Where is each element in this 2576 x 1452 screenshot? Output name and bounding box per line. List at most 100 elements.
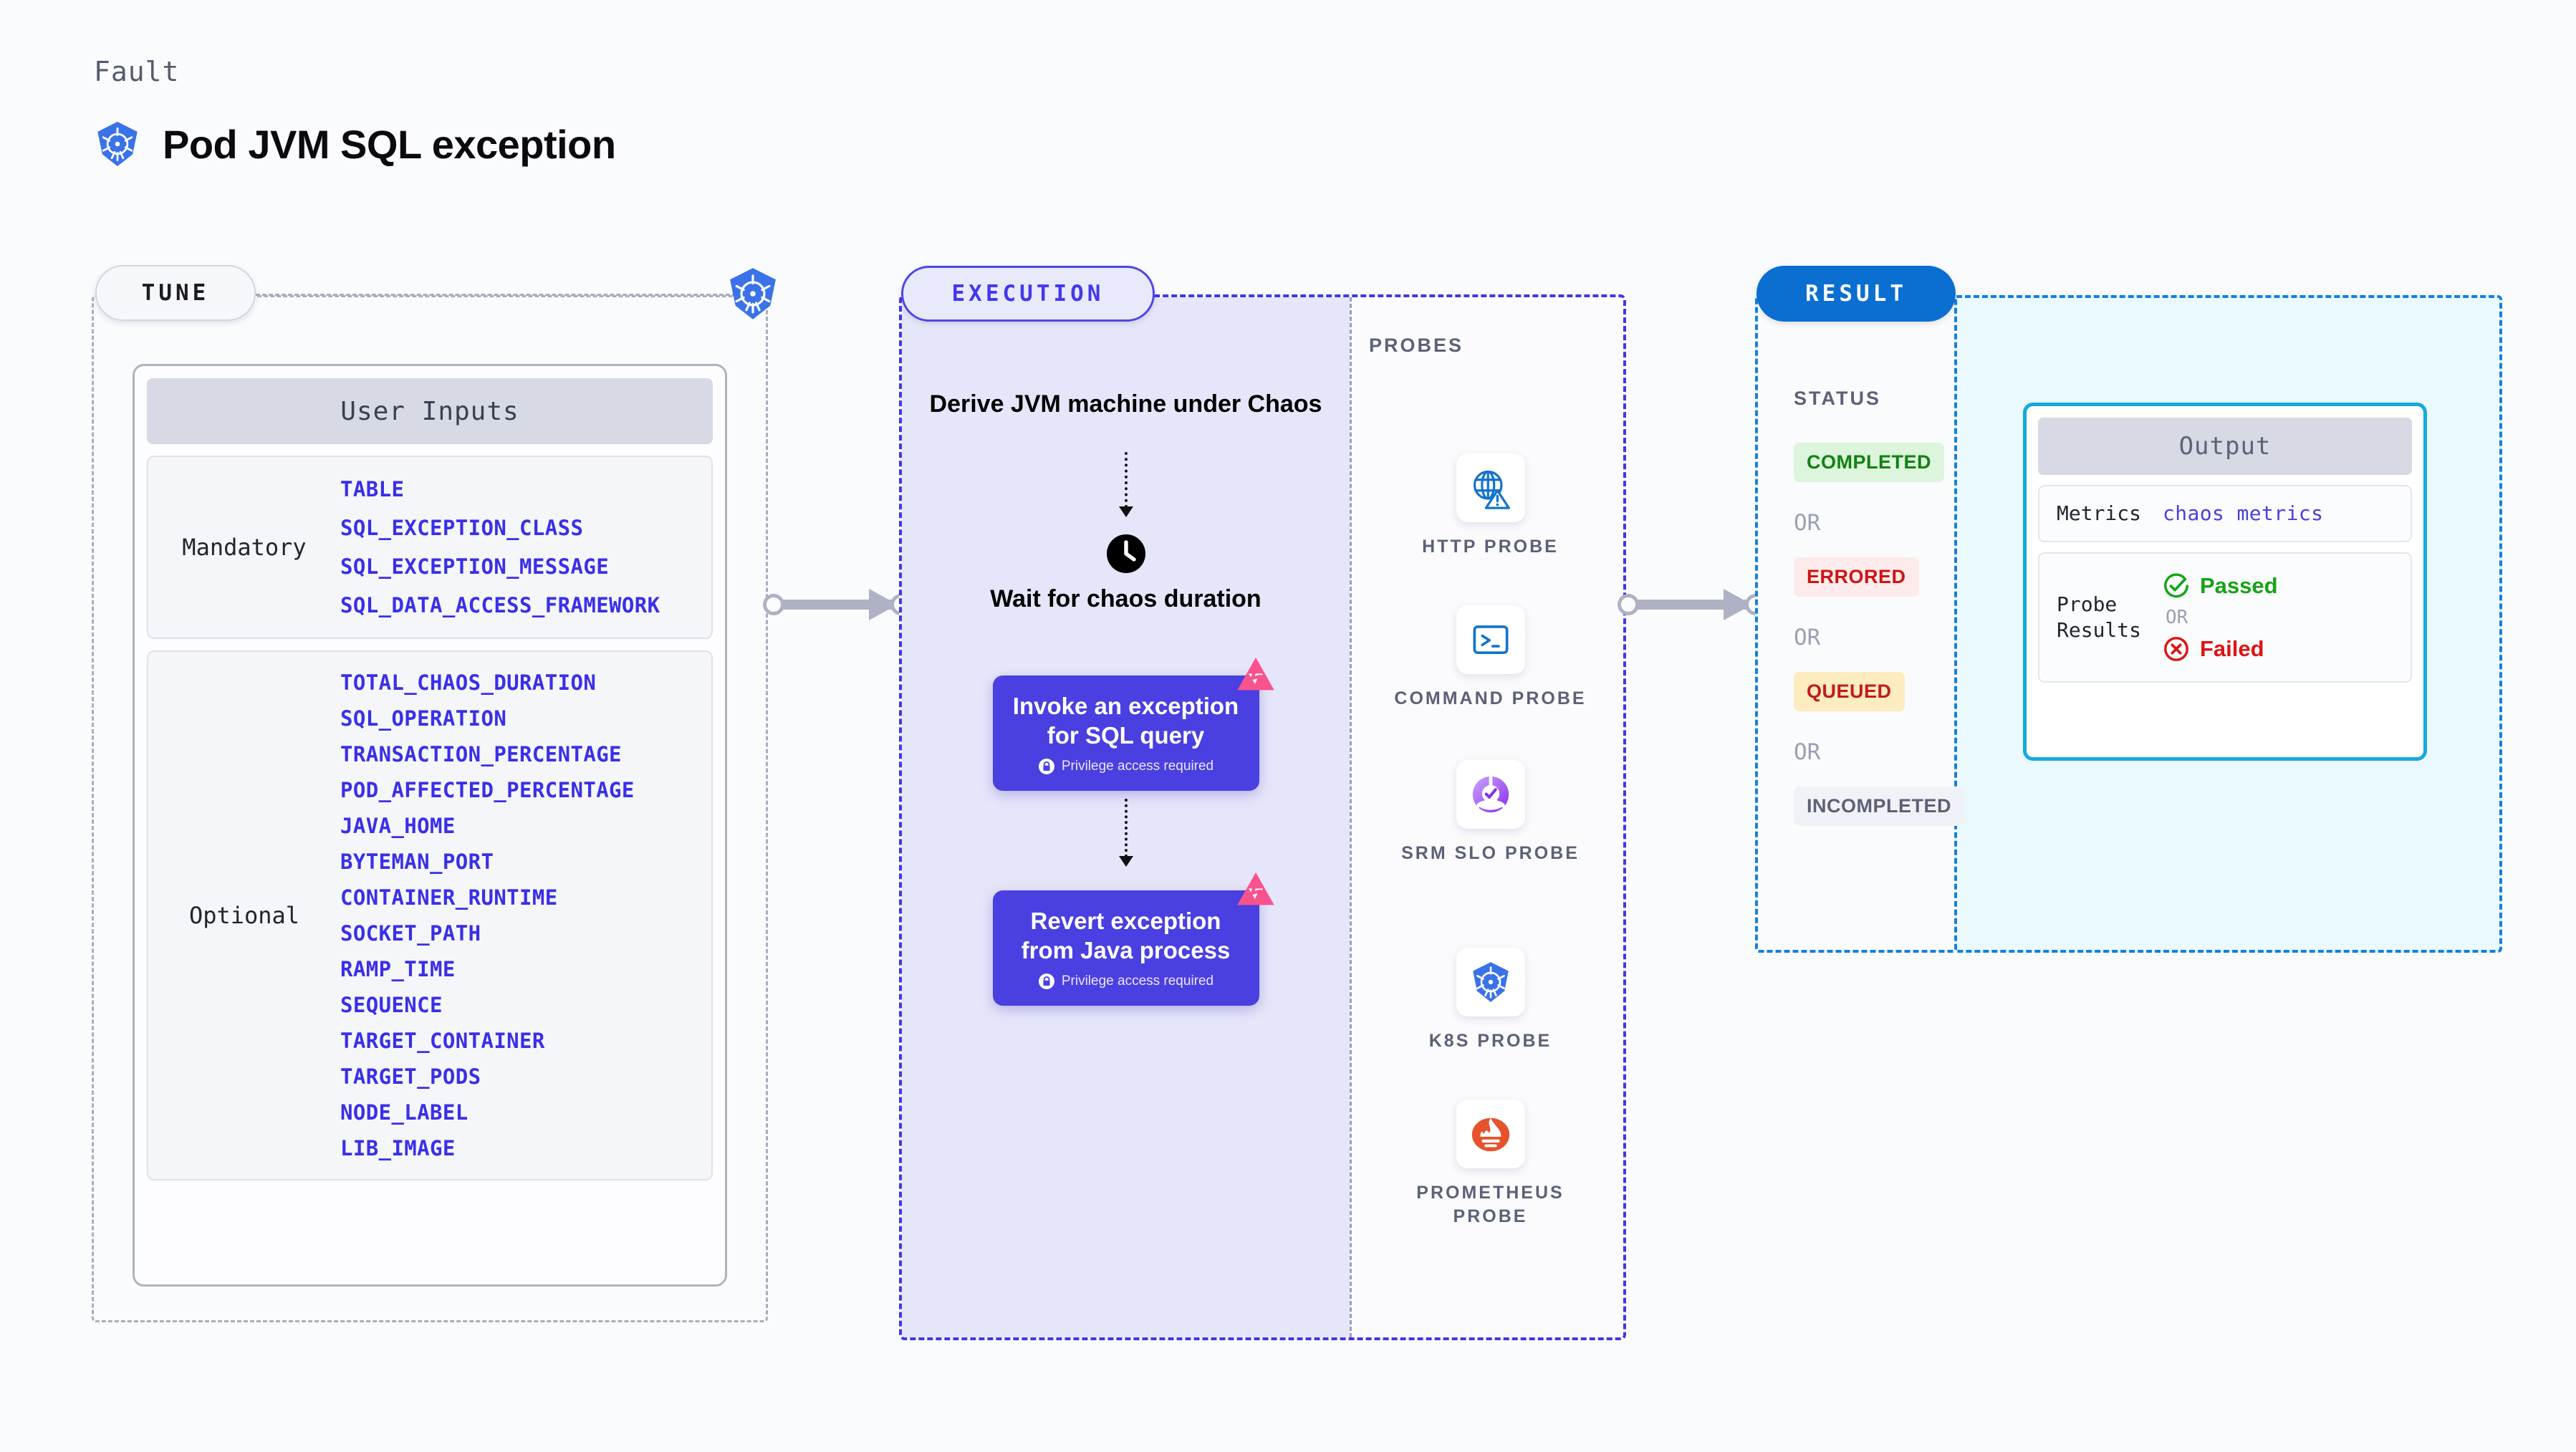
result-pill[interactable]: RESULT: [1756, 266, 1956, 322]
probe-label: HTTP PROBE: [1422, 537, 1559, 557]
step-title: Revert exception from Java process: [1021, 908, 1231, 964]
user-inputs-title: User Inputs: [147, 378, 713, 444]
probe-passed-label: Passed: [2200, 572, 2278, 598]
output-card: Output Metrics chaos metrics Probe Resul…: [2023, 403, 2427, 761]
output-metrics-value[interactable]: chaos metrics: [2163, 501, 2324, 526]
page-title: Pod JVM SQL exception: [163, 121, 616, 167]
step-wait-label: Wait for chaos duration: [990, 585, 1261, 612]
execution-pill[interactable]: EXECUTION: [901, 266, 1155, 322]
param-item[interactable]: SEQUENCE: [340, 993, 443, 1017]
probe-result-failed: Failed: [2163, 635, 2278, 663]
probe-label: SRM SLO PROBE: [1401, 843, 1580, 863]
status-badge-queued: QUEUED: [1794, 672, 1905, 711]
kubernetes-icon: [97, 121, 138, 167]
status-badge-errored: ERRORED: [1794, 557, 1919, 597]
probe-label: COMMAND PROBE: [1394, 688, 1587, 708]
tune-pill[interactable]: TUNE: [95, 265, 256, 321]
output-title: Output: [2038, 418, 2412, 475]
probe-result-values: Passed OR Failed: [2163, 572, 2278, 663]
status-badge-completed: COMPLETED: [1794, 443, 1945, 482]
user-inputs-card: User Inputs Mandatory TABLE SQL_EXCEPTIO…: [133, 364, 727, 1287]
param-item[interactable]: SQL_EXCEPTION_MESSAGE: [340, 554, 610, 579]
output-probe-results-row: Probe Results Passed OR Failed: [2038, 552, 2412, 683]
connector-tune-to-execution: [763, 589, 913, 620]
execution-probes-panel: Derive JVM machine under Chaos Invoke an…: [899, 294, 1626, 1340]
param-item[interactable]: RAMP_TIME: [340, 957, 456, 981]
prometheus-icon: [1471, 1117, 1509, 1152]
probe-item-srm-slo[interactable]: SRM SLO PROBE: [1383, 760, 1598, 865]
x-circle-icon: [2164, 636, 2188, 661]
result-status-region: STATUS COMPLETED OR ERRORED OR QUEUED OR…: [1755, 295, 1965, 953]
param-item[interactable]: TARGET_CONTAINER: [340, 1029, 545, 1053]
status-title: STATUS: [1794, 388, 1881, 409]
output-metrics-key: Metrics: [2057, 501, 2142, 525]
execution-step-invoke[interactable]: Invoke an exception for SQL query Privil…: [992, 657, 1274, 791]
mandatory-param-list: TABLE SQL_EXCEPTION_CLASS SQL_EXCEPTION_…: [340, 470, 660, 625]
optional-params-block: Optional TOTAL_CHAOS_DURATION SQL_OPERAT…: [147, 650, 713, 1181]
privilege-badge: Privilege access required: [1007, 758, 1245, 775]
mandatory-params-block: Mandatory TABLE SQL_EXCEPTION_CLASS SQL_…: [147, 456, 713, 639]
param-item[interactable]: SQL_DATA_ACCESS_FRAMEWORK: [340, 593, 660, 617]
output-metrics-row: Metrics chaos metrics: [2038, 485, 2412, 542]
flow-arrow-line: [1124, 799, 1128, 857]
probe-tile: [1456, 453, 1525, 522]
globe-warning-icon: [1473, 470, 1510, 509]
kubernetes-icon: [1472, 962, 1509, 1002]
param-item[interactable]: SQL_EXCEPTION_CLASS: [340, 516, 584, 540]
param-item[interactable]: POD_AFFECTED_PERCENTAGE: [340, 778, 635, 802]
probe-result-passed: Passed: [2163, 572, 2278, 600]
probe-label: PROMETHEUS PROBE: [1416, 1183, 1565, 1226]
probe-tile: [1456, 948, 1525, 1016]
kubernetes-icon: [730, 268, 776, 319]
step-title: Invoke an exception for SQL query: [1012, 693, 1239, 749]
optional-param-list: TOTAL_CHAOS_DURATION SQL_OPERATION TRANS…: [340, 665, 635, 1166]
param-item[interactable]: SQL_OPERATION: [340, 706, 507, 731]
param-item[interactable]: TOTAL_CHAOS_DURATION: [340, 670, 597, 695]
probe-failed-label: Failed: [2200, 635, 2264, 661]
clock-icon: [1106, 534, 1145, 573]
probe-item-command[interactable]: COMMAND PROBE: [1383, 605, 1598, 711]
probes-title: PROBES: [1369, 335, 1464, 356]
probe-tile: [1456, 605, 1525, 674]
param-item[interactable]: TABLE: [340, 477, 405, 501]
check-circle-icon: [2164, 573, 2188, 598]
page-eyebrow: Fault: [94, 56, 180, 87]
probe-tile: [1456, 1100, 1525, 1168]
execution-probes-divider: [1350, 297, 1352, 1337]
execution-step-revert[interactable]: Revert exception from Java process Privi…: [992, 872, 1274, 1006]
optional-legend: Optional: [188, 902, 300, 929]
probe-item-http[interactable]: HTTP PROBE: [1383, 453, 1598, 559]
probe-item-k8s[interactable]: K8S PROBE: [1383, 948, 1598, 1053]
connector-execution-to-result: [1618, 589, 1769, 620]
execution-flow: Derive JVM machine under Chaos Invoke an…: [902, 297, 1350, 1337]
privilege-badge-label: Privilege access required: [1061, 758, 1214, 774]
param-item[interactable]: NODE_LABEL: [340, 1100, 468, 1125]
param-item[interactable]: SOCKET_PATH: [340, 921, 481, 946]
flow-arrow-line: [1124, 452, 1128, 508]
mandatory-legend: Mandatory: [182, 534, 307, 561]
lock-icon: [1038, 973, 1054, 989]
param-item[interactable]: LIB_IMAGE: [340, 1136, 456, 1160]
output-probe-key: Probe Results: [2057, 592, 2142, 642]
step-derive-label: Derive JVM machine under Chaos: [929, 390, 1322, 418]
param-item[interactable]: JAVA_HOME: [340, 814, 456, 838]
probe-tile: [1456, 760, 1525, 829]
status-or: OR: [1794, 739, 1821, 765]
probes-column: PROBES HTTP PROBE: [1352, 297, 1629, 1337]
probe-item-prometheus[interactable]: PROMETHEUS PROBE: [1383, 1100, 1598, 1228]
tune-panel: [92, 295, 768, 1322]
status-or: OR: [1794, 625, 1821, 650]
litmus-chaos-icon: [1236, 872, 1274, 905]
param-item[interactable]: BYTEMAN_PORT: [340, 850, 494, 874]
lock-icon: [1038, 758, 1054, 774]
litmus-chaos-icon: [1236, 657, 1274, 691]
param-item[interactable]: TRANSACTION_PERCENTAGE: [340, 742, 622, 766]
flow-arrow-head: [1118, 506, 1133, 517]
param-item[interactable]: CONTAINER_RUNTIME: [340, 885, 558, 910]
probe-result-or: OR: [2166, 606, 2188, 628]
terminal-icon: [1473, 625, 1508, 654]
tune-connector-line: [256, 294, 743, 296]
status-badge-incompleted: INCOMPLETED: [1794, 787, 1965, 826]
page-title-row: Pod JVM SQL exception: [94, 120, 616, 168]
param-item[interactable]: TARGET_PODS: [340, 1064, 481, 1089]
